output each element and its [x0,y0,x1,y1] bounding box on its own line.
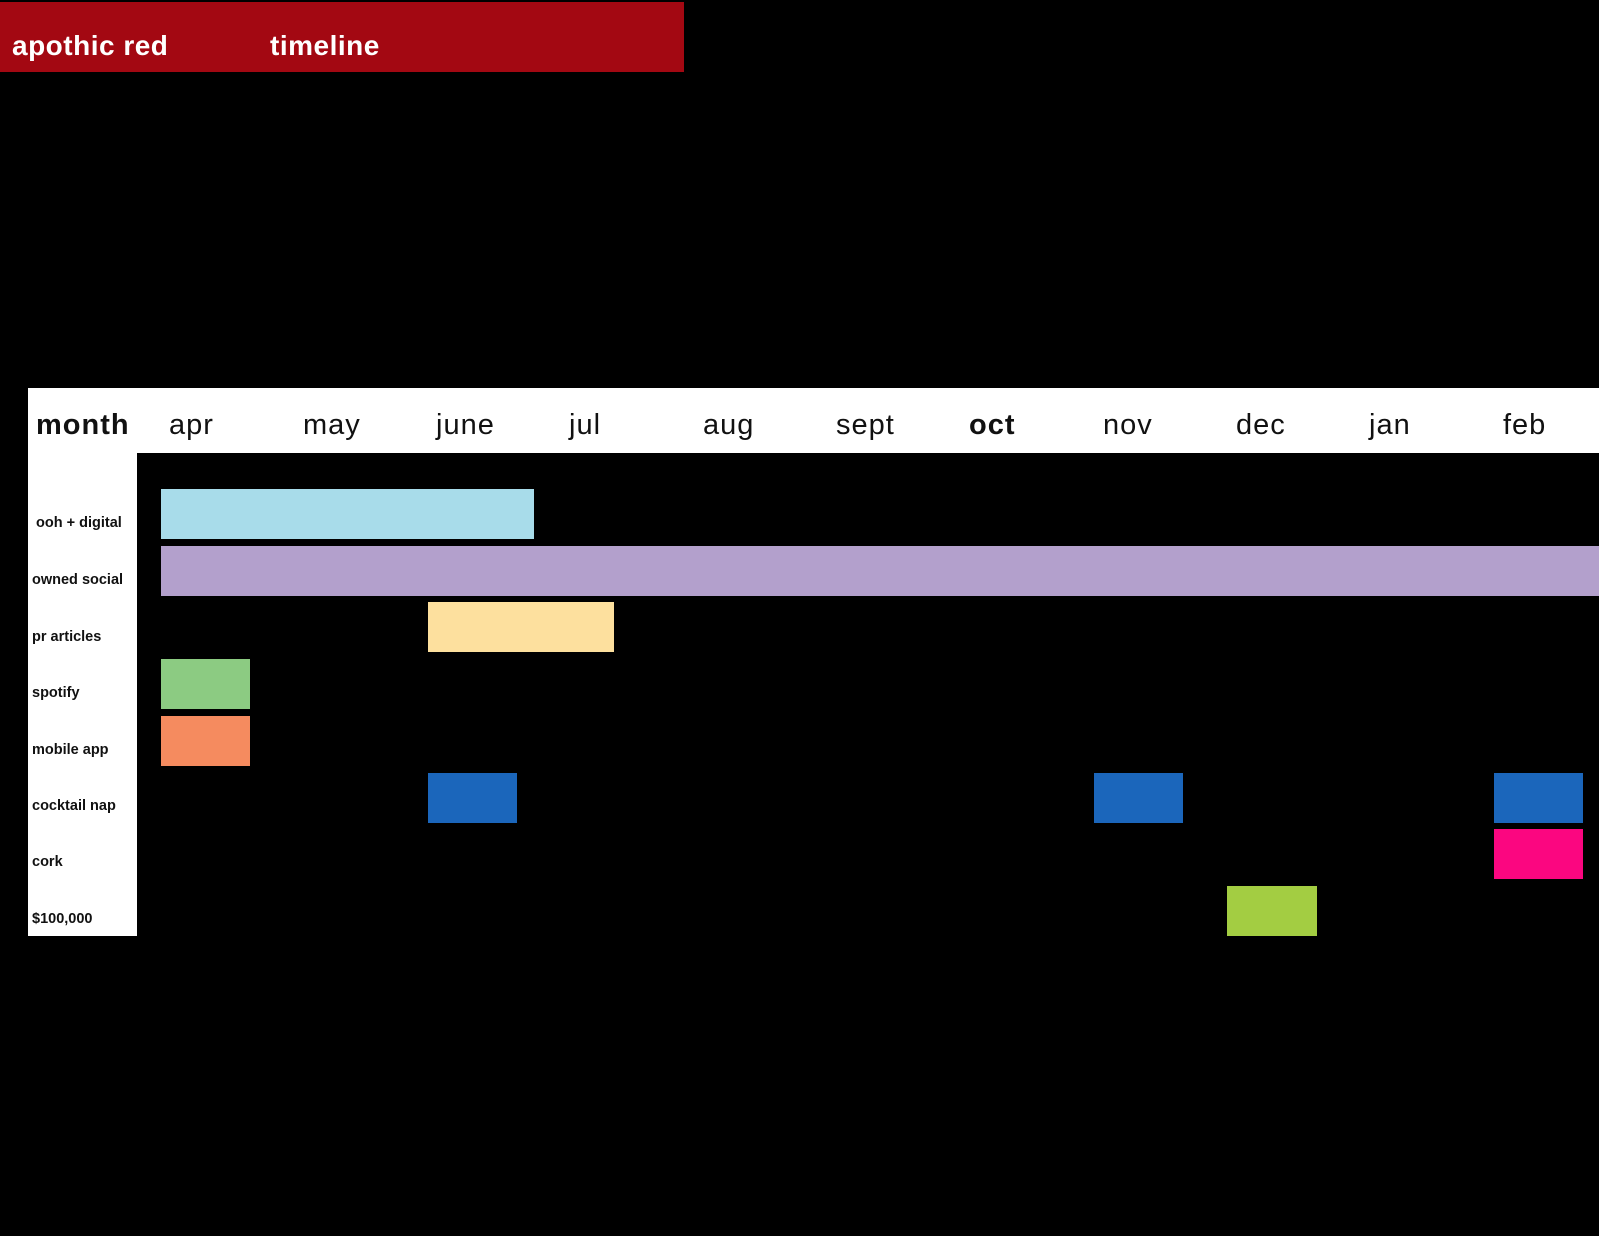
row-label-100000: $100,000 [32,911,93,927]
month-label-apr: apr [169,409,214,441]
month-label-jul: jul [569,409,602,441]
bar-cork-8 [1494,829,1584,880]
month-label-oct: oct [969,409,1016,441]
section-title: timeline [270,30,380,61]
corner-label: month [36,409,130,441]
month-label-feb: feb [1503,409,1547,441]
row-label-owned-social: owned social [32,572,124,588]
bar-100-000-9 [1227,885,1317,936]
bar-cocktail-nap-6 [1094,772,1184,823]
bar-owned-social-1 [161,545,1599,596]
row-label-ooh-digital: ooh + digital [36,515,122,531]
month-label-may: may [303,409,361,441]
bar-pr-articles-2 [427,602,615,653]
month-label-sept: sept [836,409,895,441]
bar-cocktail-nap-7 [1494,772,1584,823]
row-label-pr-articles: pr articles [32,629,102,645]
bar-cocktail-nap-5 [427,772,517,823]
month-label-aug: aug [703,409,755,441]
month-label-dec: dec [1236,409,1286,441]
bar-mobile-app-4 [161,715,251,766]
bar-spotify-3 [161,659,251,710]
month-label-jan: jan [1369,409,1411,441]
row-label-spotify: spotify [32,685,80,701]
brand-title: apothic red [12,30,169,61]
header-band [0,2,684,72]
row-label-column [28,453,137,936]
month-label-june: june [436,409,495,441]
bar-ooh-digital-0 [161,489,535,539]
month-header-strip [28,388,1599,453]
row-label-mobile-app: mobile app [32,742,109,758]
month-label-nov: nov [1103,409,1153,441]
row-label-cork: cork [32,854,63,870]
row-label-cocktail-nap: cocktail nap [32,798,116,814]
